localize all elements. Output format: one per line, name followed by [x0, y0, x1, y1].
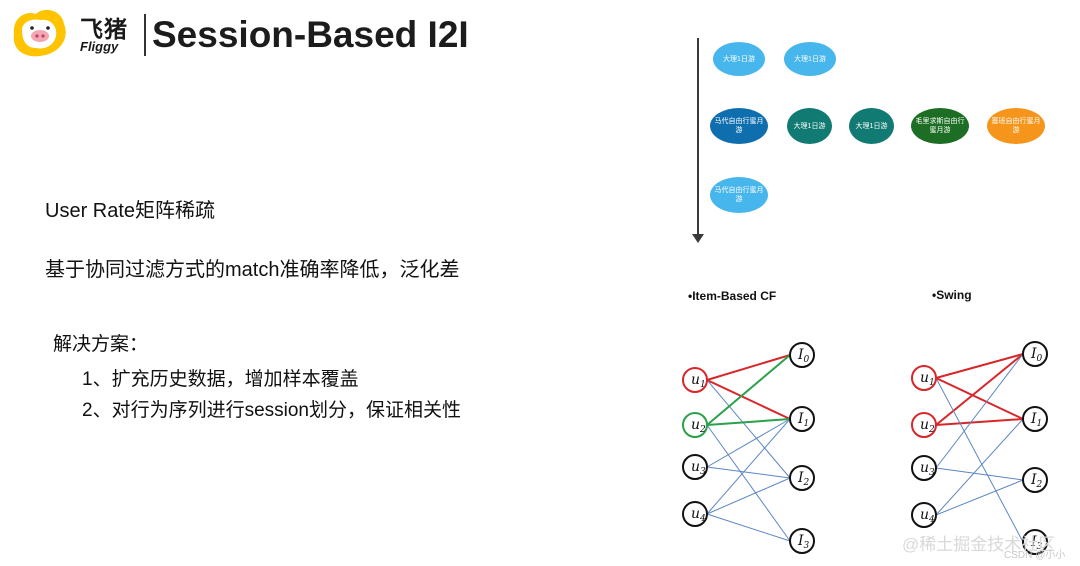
cf-edge-0	[706, 354, 791, 381]
swing-user-node-2	[911, 455, 937, 481]
session-bubble-2: 大理1日游	[784, 42, 836, 76]
cf-edge-8	[706, 418, 791, 515]
cf-edge-3	[706, 354, 791, 426]
cf-edge-9	[706, 477, 791, 515]
session-bubble-5: 大理1日游	[849, 108, 894, 144]
session-bubble-3: 马代自由行蜜月游	[710, 108, 768, 144]
cf-edge-2	[706, 379, 791, 479]
item-based-cf-label: •Item-Based CF	[688, 289, 777, 303]
session-bubble-6: 毛里求斯自由行蜜月游	[911, 108, 969, 144]
swing-user-node-0	[911, 365, 937, 391]
swing-user-node-1	[911, 412, 937, 438]
cf-user-node-1	[682, 412, 708, 438]
watermark-juejin: @稀土掘金技术社区	[902, 535, 1056, 554]
swing-edge-8	[935, 479, 1024, 516]
solution-item-2: 2、对行为序列进行session划分，保证相关性	[82, 400, 461, 421]
cf-edge-6	[706, 418, 791, 468]
cf-edge-10	[706, 513, 791, 542]
header-divider	[144, 14, 146, 56]
session-bubble-7: 塞班自由行蜜月游	[987, 108, 1045, 144]
swing-item-node-1	[1022, 406, 1048, 432]
solution-heading: 解决方案：	[53, 334, 149, 355]
cf-edge-7	[706, 466, 791, 479]
solution-item-1: 1、扩充历史数据，增加样本覆盖	[82, 369, 359, 390]
swing-edge-5	[935, 353, 1024, 469]
cf-item-node-3	[789, 528, 815, 554]
session-bubble-1: 大理1日游	[713, 42, 765, 76]
cf-user-node-2	[682, 454, 708, 480]
slide-title: Session-Based I2I	[152, 14, 469, 55]
brand-name-en: Fliggy	[80, 39, 119, 54]
cf-edge-5	[706, 424, 791, 542]
session-timeline-axis	[697, 38, 699, 238]
problem-accuracy: 基于协同过滤方式的match准确率降低，泛化差	[45, 259, 460, 281]
swing-item-node-3	[1022, 529, 1048, 555]
swing-edge-0	[935, 353, 1024, 379]
swing-label: •Swing	[932, 288, 972, 302]
swing-item-node-0	[1022, 341, 1048, 367]
swing-edge-4	[935, 377, 1024, 543]
session-bubble-4: 大理1日游	[787, 108, 832, 144]
swing-edge-2	[935, 353, 1024, 426]
cf-item-node-1	[789, 406, 815, 432]
fliggy-logo-icon	[13, 9, 66, 57]
cf-item-node-0	[789, 342, 815, 368]
cf-user-node-3	[682, 501, 708, 527]
cf-user-node-0	[682, 367, 708, 393]
swing-edge-6	[935, 467, 1024, 481]
cf-edge-1	[706, 379, 791, 420]
cf-item-node-2	[789, 465, 815, 491]
timeline-arrow-down-icon	[692, 234, 704, 243]
swing-edge-3	[935, 418, 1024, 426]
cf-edge-4	[706, 418, 791, 426]
swing-user-node-3	[911, 502, 937, 528]
problem-sparse-matrix: User Rate矩阵稀疏	[45, 200, 216, 222]
swing-edge-7	[935, 418, 1024, 516]
watermark-csdn: CSDN @小小	[1004, 550, 1066, 561]
swing-item-node-2	[1022, 467, 1048, 493]
swing-edge-1	[935, 377, 1024, 420]
brand-name-cn: 飞猪	[80, 16, 128, 42]
session-bubble-8: 马代自由行蜜月游	[710, 177, 768, 213]
